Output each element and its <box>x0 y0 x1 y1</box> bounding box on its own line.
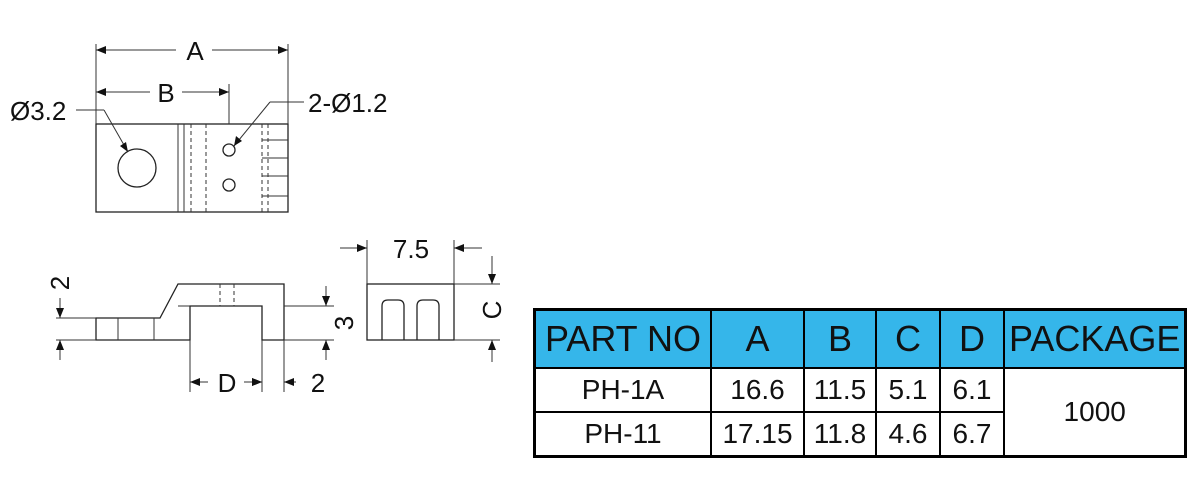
dim-small-holes-label: 2-Ø1.2 <box>308 88 388 118</box>
large-hole <box>117 148 157 188</box>
cell-c: 4.6 <box>875 411 941 458</box>
cell-b: 11.8 <box>803 411 877 458</box>
cell-b: 11.5 <box>803 367 877 413</box>
dim-b-label: B <box>157 78 174 108</box>
cell-package: 1000 <box>1003 367 1187 458</box>
header-a: A <box>710 308 805 369</box>
top-view: A B Ø3.2 2-Ø1.2 <box>10 36 388 213</box>
dim-three-label: 3 <box>329 316 359 330</box>
end-view: 7.5 C <box>340 234 507 362</box>
dim-large-hole-label: Ø3.2 <box>10 96 66 126</box>
cell-d: 6.7 <box>939 411 1005 458</box>
cell-d: 6.1 <box>939 367 1005 413</box>
small-hole-bottom <box>222 178 236 192</box>
cell-part-no: PH-1A <box>533 367 712 413</box>
header-c: C <box>875 308 941 369</box>
spec-table: PART NO A B C D PACKAGE PH-1A 16.6 11.5 … <box>533 308 1188 458</box>
cell-c: 5.1 <box>875 367 941 413</box>
cell-a: 17.15 <box>710 411 805 458</box>
dim-d-label: D <box>218 368 237 398</box>
cell-part-no: PH-11 <box>533 411 712 458</box>
side-view: 2 3 D 2 <box>45 276 359 398</box>
header-d: D <box>939 308 1005 369</box>
header-package: PACKAGE <box>1003 308 1187 369</box>
dim-width-label: 7.5 <box>393 234 429 264</box>
dim-a-label: A <box>186 36 204 66</box>
cell-a: 16.6 <box>710 367 805 413</box>
header-part-no: PART NO <box>533 308 712 369</box>
table-row: PH-11 17.15 11.8 4.6 6.7 <box>533 411 1186 458</box>
dim-c-label: C <box>477 301 507 320</box>
dim-two-bottom-label: 2 <box>311 368 325 398</box>
table-row: PH-1A 16.6 11.5 5.1 6.1 1000 <box>533 367 1187 458</box>
header-b: B <box>803 308 877 369</box>
small-hole-top <box>222 143 236 157</box>
table-header-row: PART NO A B C D PACKAGE <box>533 308 1187 369</box>
dim-two-left-label: 2 <box>45 276 75 290</box>
